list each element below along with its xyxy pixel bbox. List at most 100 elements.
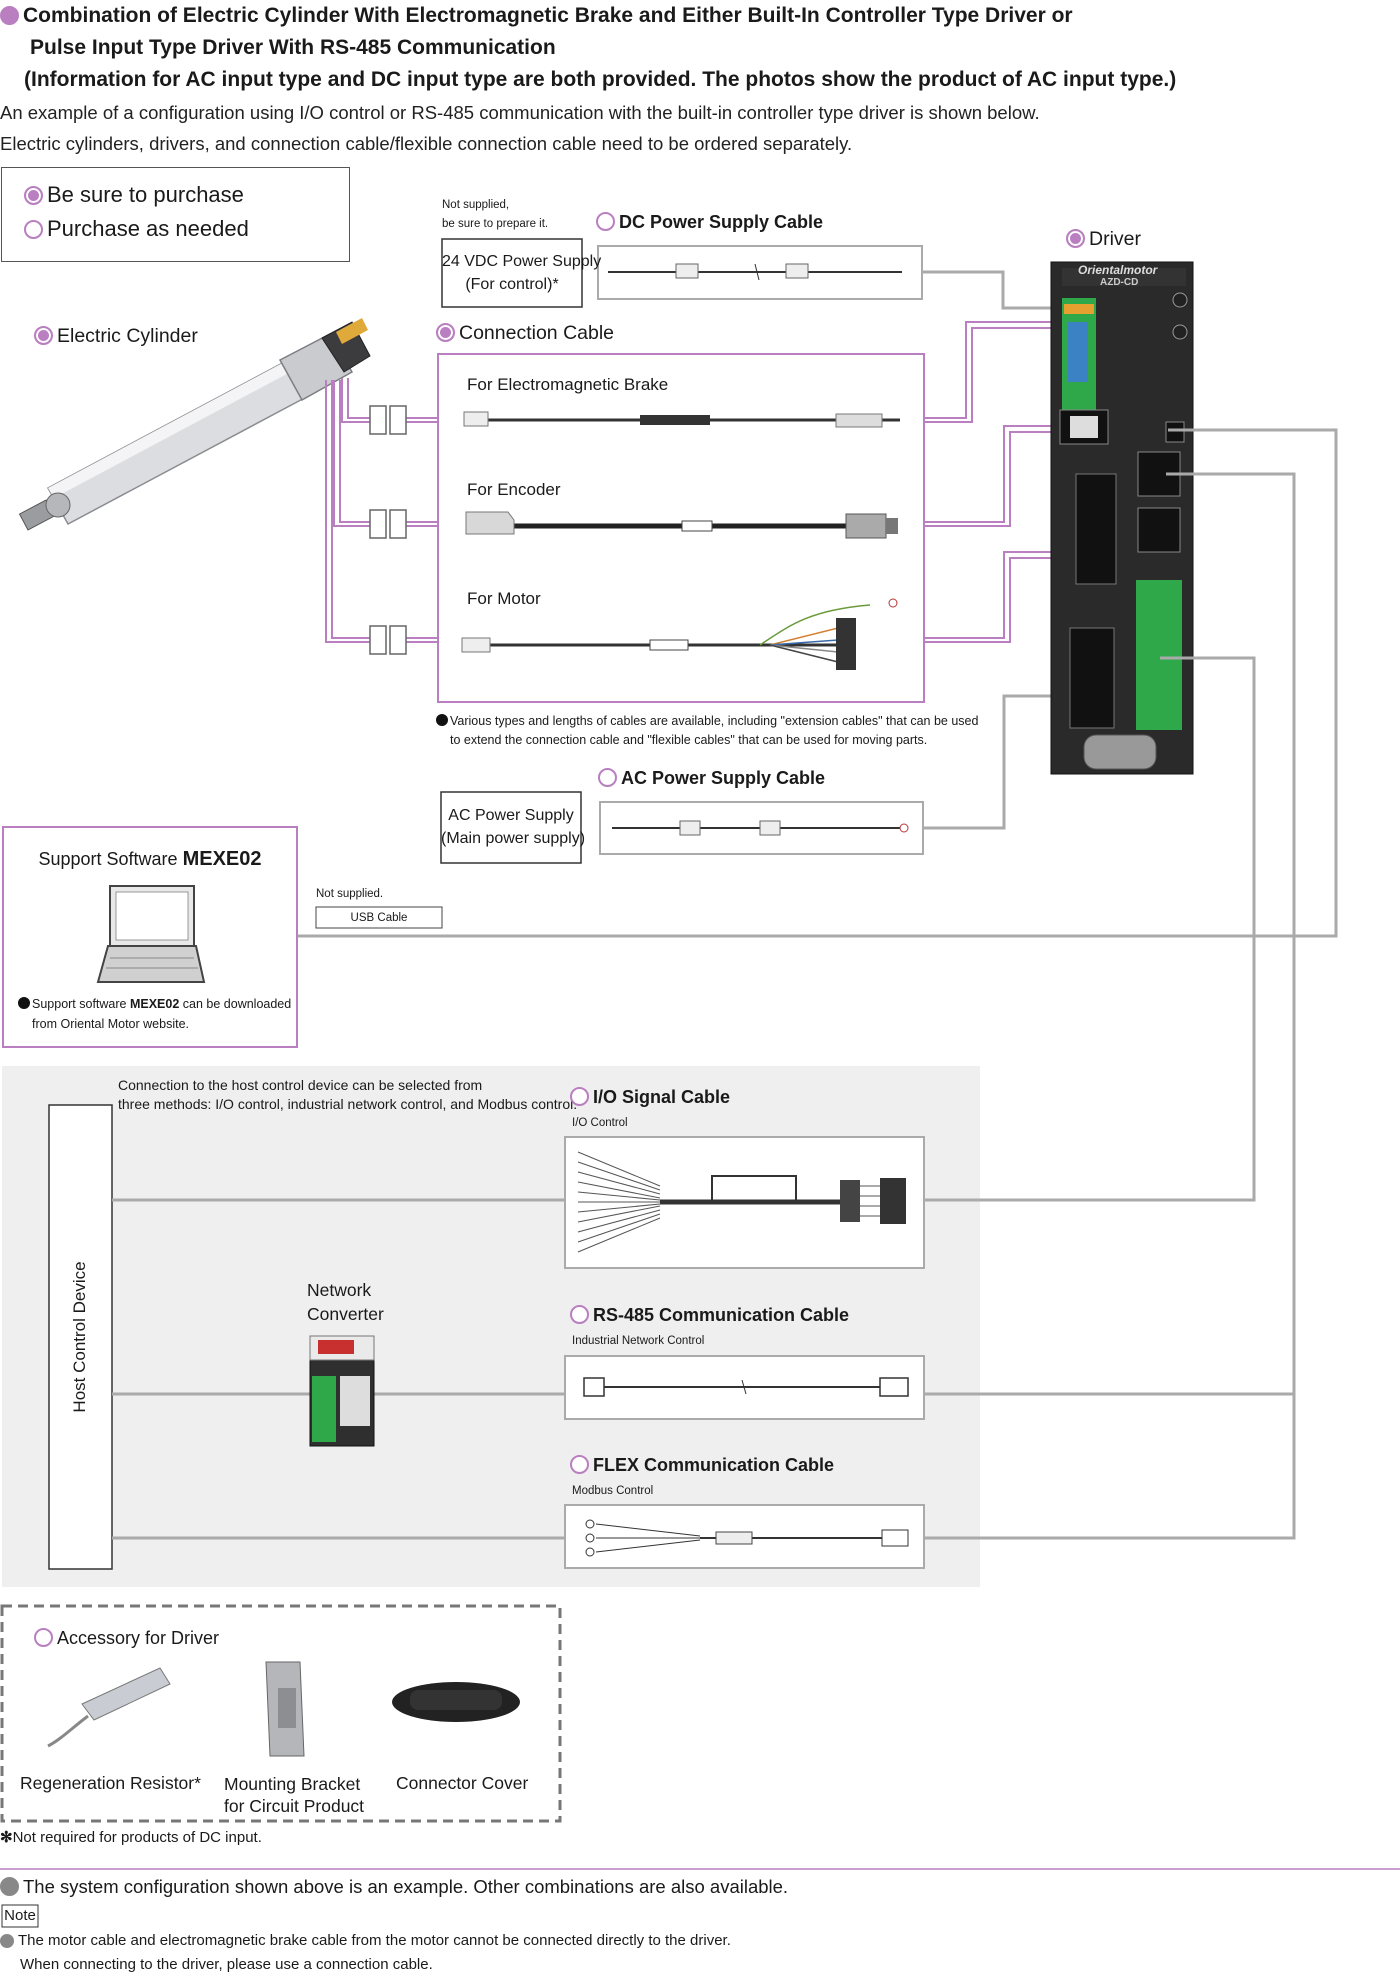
dc-power-supply-box xyxy=(441,238,583,308)
example-note-text: The system configuration shown above is … xyxy=(23,1876,789,1897)
note-bullet-icon xyxy=(436,714,448,726)
ac-cable-wiring xyxy=(923,694,1058,830)
legend-optional: Purchase as needed xyxy=(24,212,249,246)
optional-purchase-icon xyxy=(598,768,617,787)
header-title-line1: Combination of Electric Cylinder With El… xyxy=(0,0,1073,32)
network-converter-image xyxy=(309,1335,375,1447)
rs485-cable-text: RS-485 Communication Cable xyxy=(593,1305,850,1325)
software-title: Support Software MEXE02 xyxy=(3,848,297,871)
ac-power-supply-box xyxy=(440,791,582,864)
must-purchase-icon xyxy=(24,186,43,205)
motor-cable-label: For Motor xyxy=(467,589,541,608)
electric-cylinder-label: Electric Cylinder xyxy=(34,325,198,348)
note-line1: The motor cable and electromagnetic brak… xyxy=(0,1932,731,1949)
dc-input-footnote-text: Not required for products of DC input. xyxy=(12,1829,262,1846)
ac-supply-line2: (Main power supply) xyxy=(441,830,586,847)
connector-cover-image xyxy=(392,1682,520,1722)
io-cable-image xyxy=(577,1151,906,1253)
host-device-label: Host Control Device xyxy=(70,1261,89,1413)
accessory-box xyxy=(0,1604,562,1823)
header-desc-line2: Electric cylinders, drivers, and connect… xyxy=(0,133,853,154)
software-title-prefix: Support Software xyxy=(38,849,183,869)
brake-cable-label: For Electromagnetic Brake xyxy=(467,375,669,394)
ac-supply-line1: AC Power Supply xyxy=(448,807,574,824)
connection-cable-label: Connection Cable xyxy=(436,322,614,345)
dc-power-supply-text: 24 VDC Power Supply (For control)* xyxy=(442,250,602,296)
example-note: The system configuration shown above is … xyxy=(0,1876,788,1898)
bracket-line2: for Circuit Product xyxy=(224,1796,365,1816)
note-bullet-icon xyxy=(0,1934,14,1948)
flex-cable-image xyxy=(585,1519,909,1557)
software-title-name: MEXE02 xyxy=(182,848,262,870)
legend-must-text: Be sure to purchase xyxy=(47,182,244,207)
note-line1-text: The motor cable and electromagnetic brak… xyxy=(18,1932,731,1949)
ac-cable-image xyxy=(612,820,909,836)
flex-cable-text: FLEX Communication Cable xyxy=(593,1455,835,1475)
motor-cable-image xyxy=(461,598,898,670)
software-note-line1: Support software MEXE02 can be downloade… xyxy=(18,996,291,1013)
accessory-title-text: Accessory for Driver xyxy=(57,1628,220,1648)
brake-cable-image xyxy=(463,411,900,428)
connection-note-line2: three methods: I/O control, industrial n… xyxy=(118,1096,578,1112)
dc-supply-line1: 24 VDC Power Supply xyxy=(442,253,602,270)
host-device-box xyxy=(48,1104,113,1570)
flex-cable-label: FLEX Communication Cable xyxy=(570,1455,834,1476)
optional-purchase-icon xyxy=(570,1087,589,1106)
section-bullet-icon xyxy=(0,6,19,25)
legend-must: Be sure to purchase xyxy=(24,178,244,212)
optional-purchase-icon xyxy=(570,1305,589,1324)
must-purchase-icon xyxy=(34,326,53,345)
dc-supply-line2: (For control)* xyxy=(465,276,559,293)
header-desc-line1: An example of a configuration using I/O … xyxy=(0,102,1040,123)
driver-text: Driver xyxy=(1089,228,1141,250)
network-converter-line1: Network xyxy=(307,1280,372,1300)
laptop-image xyxy=(96,885,206,983)
electric-cylinder-image xyxy=(18,318,371,531)
must-purchase-icon xyxy=(1066,229,1085,248)
header-title-line3: (Information for AC input type and DC in… xyxy=(24,68,1177,91)
cable-note-line2: to extend the connection cable and "flex… xyxy=(450,733,928,747)
cylinder-wiring xyxy=(325,378,438,643)
ac-cable-label: AC Power Supply Cable xyxy=(598,768,825,789)
header-title-line2: Pulse Input Type Driver With RS-485 Comm… xyxy=(30,36,556,59)
connector-cover-label: Connector Cover xyxy=(396,1773,529,1793)
software-note-prefix: Support software xyxy=(32,997,130,1011)
electric-cylinder-text: Electric Cylinder xyxy=(57,325,198,347)
dc-supply-note-line1: Not supplied, xyxy=(442,199,510,211)
rs485-control-label: Industrial Network Control xyxy=(572,1335,705,1347)
cable-note-line1: Various types and lengths of cables are … xyxy=(436,713,978,730)
software-note-line2: from Oriental Motor website. xyxy=(32,1017,189,1031)
encoder-cable-image xyxy=(465,511,898,539)
driver-model: AZD-CD xyxy=(1100,277,1139,288)
driver-brand: Orientalmotor xyxy=(1078,263,1158,277)
io-cable-text: I/O Signal Cable xyxy=(593,1087,731,1107)
software-note-name: MEXE02 xyxy=(129,997,180,1011)
network-converter-label: Network Converter xyxy=(307,1278,384,1326)
connection-note-line1: Connection to the host control device ca… xyxy=(118,1077,483,1093)
ac-power-supply-text: AC Power Supply (Main power supply) xyxy=(441,804,586,850)
cable-note-line1-text: Various types and lengths of cables are … xyxy=(450,714,979,728)
legend-box xyxy=(1,167,350,262)
note-line2: When connecting to the driver, please us… xyxy=(20,1956,433,1973)
io-cable-label: I/O Signal Cable xyxy=(570,1087,730,1108)
ac-cable-text: AC Power Supply Cable xyxy=(621,768,826,788)
info-bullet-icon xyxy=(0,1877,19,1896)
driver-label: Driver xyxy=(1066,228,1141,251)
dc-cable-label: DC Power Supply Cable xyxy=(596,212,823,233)
optional-purchase-icon xyxy=(570,1455,589,1474)
cylinder-connectors xyxy=(369,405,407,655)
usb-cable-wiring xyxy=(297,428,1338,938)
rs485-cable-label: RS-485 Communication Cable xyxy=(570,1305,849,1326)
usb-note: Not supplied. xyxy=(316,888,384,900)
encoder-cable-label: For Encoder xyxy=(467,480,561,499)
note-tag-box xyxy=(1,1904,39,1928)
regeneration-resistor-label: Regeneration Resistor* xyxy=(20,1773,201,1793)
connection-method-note: Connection to the host control device ca… xyxy=(118,1076,577,1114)
must-purchase-icon xyxy=(436,323,455,342)
driver-image xyxy=(1050,261,1194,775)
optional-purchase-icon xyxy=(34,1628,53,1647)
title-line1-text: Combination of Electric Cylinder With El… xyxy=(23,4,1073,27)
network-converter-line2: Converter xyxy=(307,1304,384,1324)
legend-optional-text: Purchase as needed xyxy=(47,216,249,241)
